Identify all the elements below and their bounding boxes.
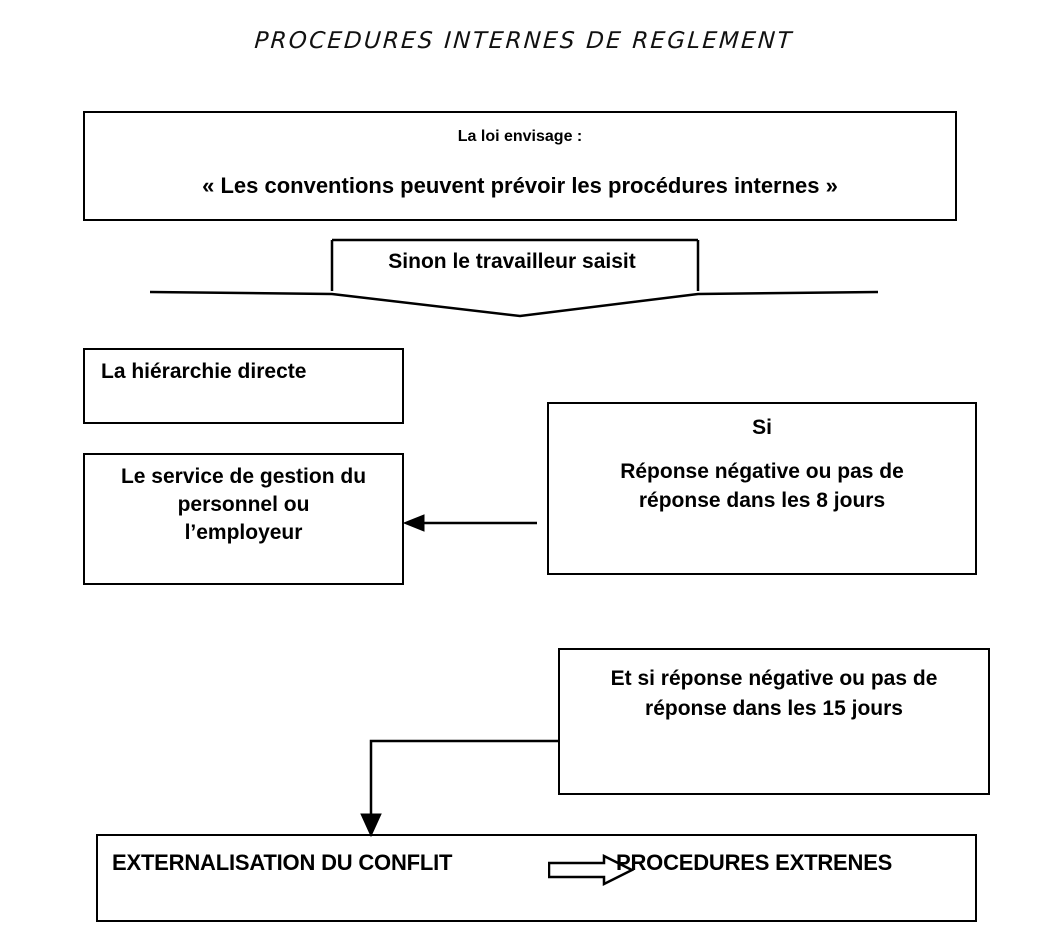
chevron-shape: [149, 238, 879, 318]
si-condition-box: Si Réponse négative ou pas de réponse da…: [547, 402, 977, 575]
service-line-3: l’employeur: [184, 521, 303, 545]
arrow-si-to-service: [402, 514, 537, 532]
law-quote-text: « Les conventions peuvent prévoir les pr…: [202, 172, 838, 198]
service-line-2: personnel ou: [177, 493, 310, 517]
hierarchy-line-1: La hiérarchie directe: [101, 360, 307, 383]
externalisation-row: EXTERNALISATION DU CONFLIT PROCEDURES EX…: [98, 846, 975, 888]
si-head-text: Si: [752, 416, 772, 439]
si-line-2: réponse dans les 8 jours: [638, 488, 886, 512]
block-arrow-right-icon: [548, 854, 634, 886]
chevron-connector: Sinon le travailleur saisit: [140, 232, 900, 322]
chevron-label: Sinon le travailleur saisit: [388, 250, 636, 273]
externalisation-box: EXTERNALISATION DU CONFLIT PROCEDURES EX…: [96, 834, 977, 922]
et-si-line-1: Et si réponse négative ou pas de: [610, 667, 938, 690]
page-title: PROCEDURES INTERNES DE REGLEMENT: [253, 28, 795, 54]
arrow-et-si-to-externalisation: [360, 739, 558, 838]
law-intro-text: La loi envisage :: [457, 128, 583, 145]
externalisation-label: EXTERNALISATION DU CONFLIT: [112, 850, 453, 875]
si-line-1: Réponse négative ou pas de: [620, 460, 904, 483]
et-si-line-2: réponse dans les 15 jours: [645, 696, 903, 720]
procedures-externes-label: PROCEDURES EXTRENES: [616, 850, 893, 875]
et-si-condition-box: Et si réponse négative ou pas de réponse…: [558, 648, 990, 795]
law-statement-box: La loi envisage : « Les conventions peuv…: [83, 111, 957, 221]
service-line-1: Le service de gestion du: [120, 465, 367, 488]
hierarchy-box: La hiérarchie directe: [83, 348, 404, 424]
service-box: Le service de gestion du personnel ou l’…: [83, 453, 404, 585]
